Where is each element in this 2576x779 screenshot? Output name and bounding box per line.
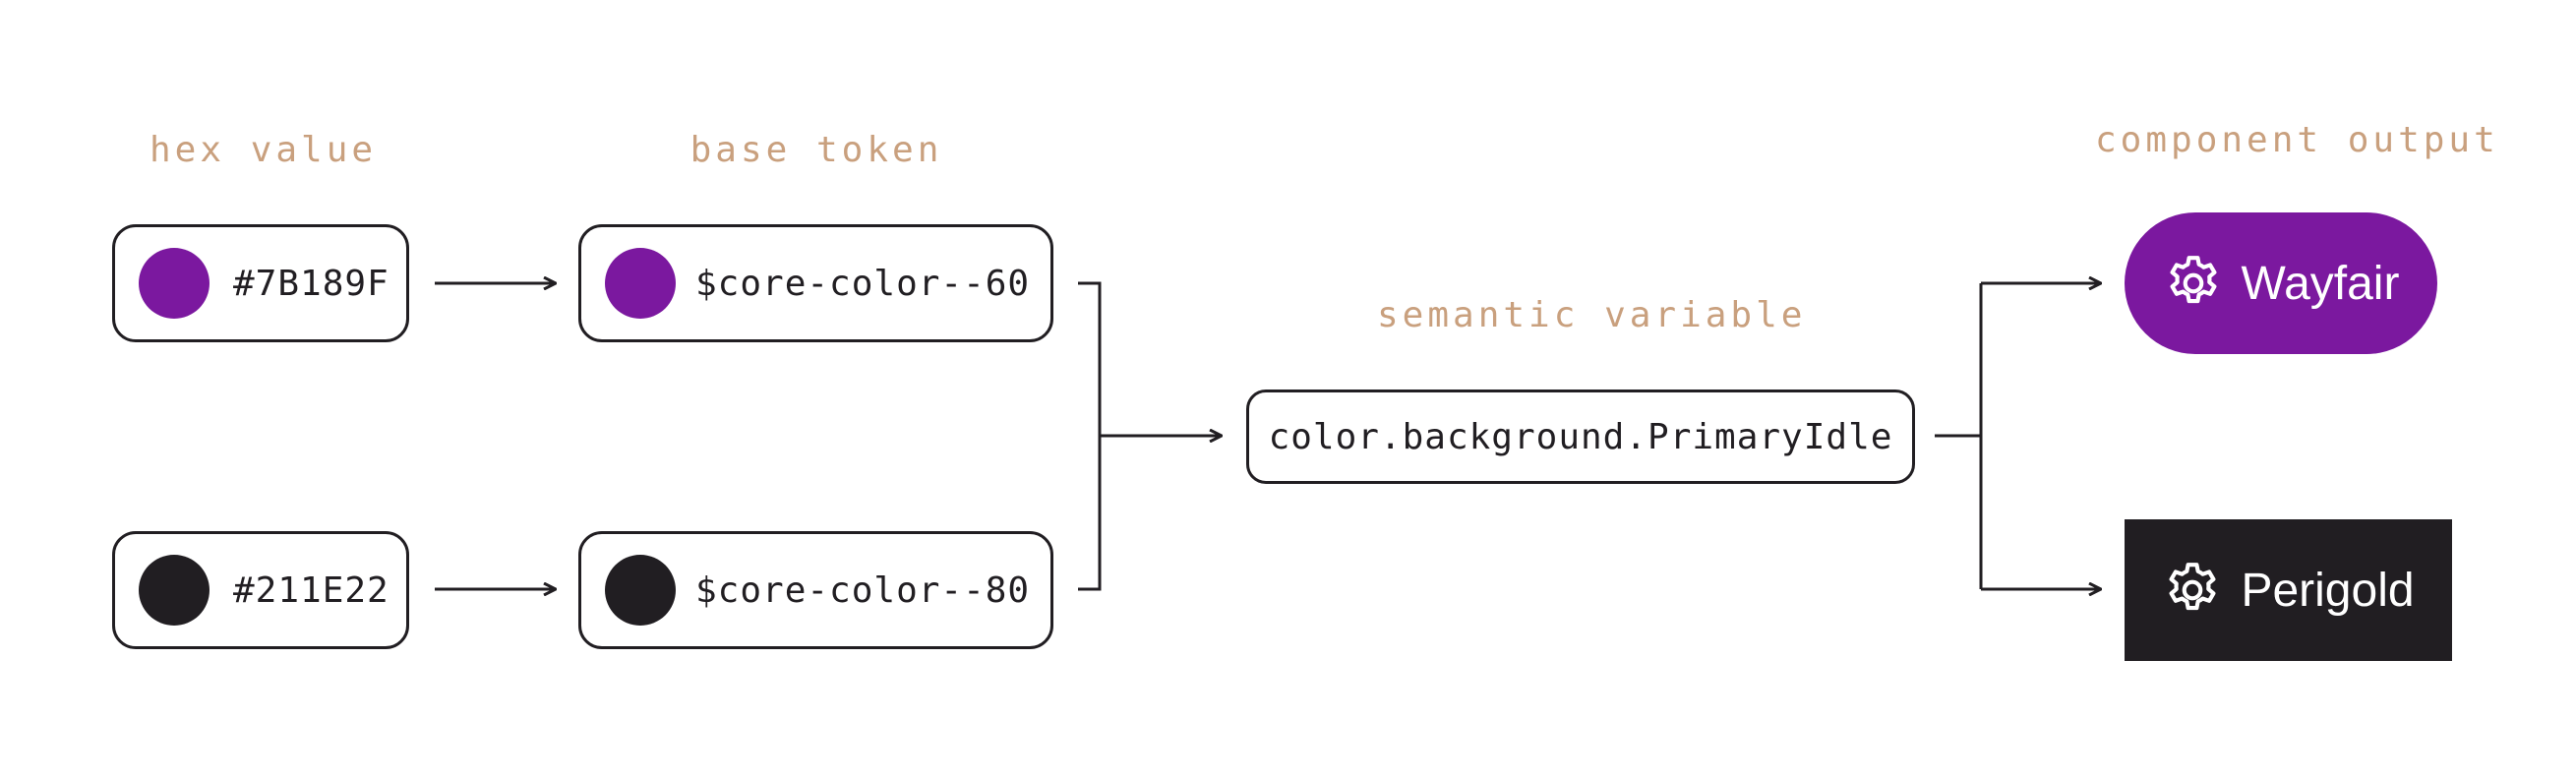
token-name-1: $core-color--60 xyxy=(695,263,1031,304)
header-semantic-variable: semantic variable xyxy=(1377,295,1807,335)
hex-box-1: #7B189F xyxy=(112,224,409,342)
swatch-dark-token xyxy=(605,555,676,626)
semantic-variable-name: color.background.PrimaryIdle xyxy=(1268,416,1893,457)
header-hex-value: hex value xyxy=(150,130,378,170)
header-base-token: base token xyxy=(689,130,943,170)
gear-icon xyxy=(2170,256,2217,304)
token-box-2: $core-color--80 xyxy=(578,531,1053,649)
swatch-purple xyxy=(139,248,210,319)
perigold-button[interactable]: Perigold xyxy=(2125,519,2452,661)
hex-value-1: #7B189F xyxy=(233,263,389,304)
wayfair-button[interactable]: Wayfair xyxy=(2125,212,2437,354)
perigold-label: Perigold xyxy=(2241,564,2415,617)
hex-box-2: #211E22 xyxy=(112,531,409,649)
merge-bracket xyxy=(1078,281,1102,591)
token-name-2: $core-color--80 xyxy=(695,569,1031,611)
swatch-dark xyxy=(139,555,210,626)
token-box-1: $core-color--60 xyxy=(578,224,1053,342)
swatch-purple-token xyxy=(605,248,676,319)
wayfair-label: Wayfair xyxy=(2241,257,2400,310)
gear-icon xyxy=(2169,563,2216,611)
hex-value-2: #211E22 xyxy=(233,569,389,611)
semantic-variable-box: color.background.PrimaryIdle xyxy=(1246,390,1915,484)
header-component-output: component output xyxy=(2095,120,2499,160)
